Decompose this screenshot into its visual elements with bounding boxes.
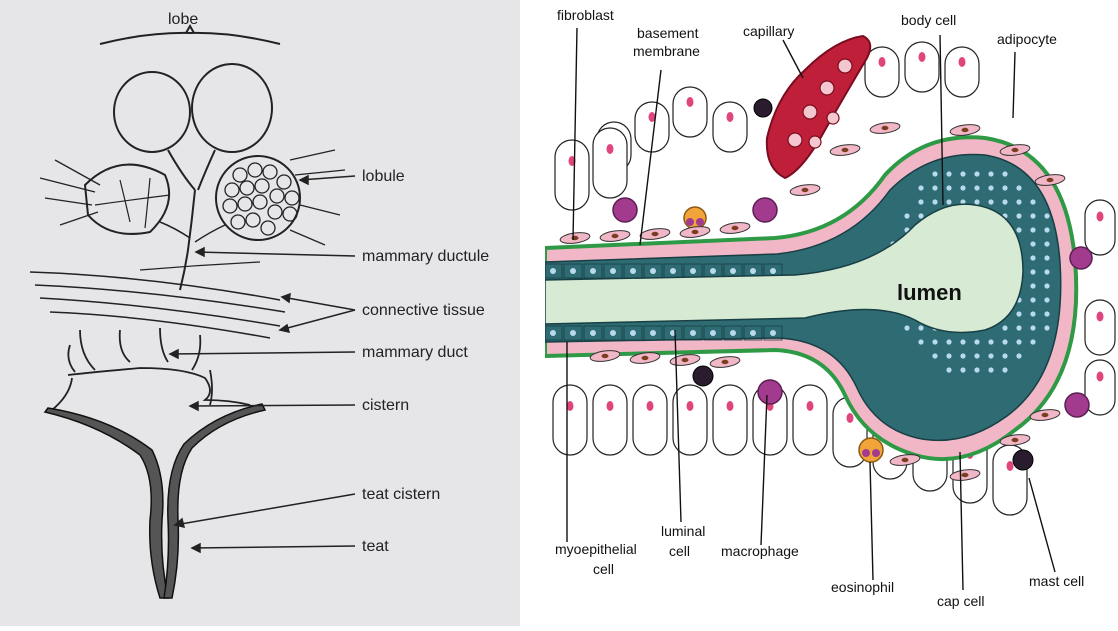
- eosinophil-bottom: [859, 438, 883, 462]
- label-lobe: lobe: [168, 11, 198, 28]
- adipocyte-nucleus: [1097, 312, 1104, 322]
- adipocyte-nucleus: [727, 401, 734, 411]
- label-teat-cistern: teat cistern: [362, 486, 440, 503]
- adipocyte-nucleus: [847, 413, 854, 423]
- label-adipocyte: adipocyte: [997, 31, 1057, 47]
- label-lumen: lumen: [897, 280, 962, 305]
- mast-cell-top: [754, 99, 772, 117]
- adipocyte-nucleus: [1097, 372, 1104, 382]
- adipocyte-nucleus: [959, 57, 966, 67]
- label-cap-cell: cap cell: [937, 593, 984, 609]
- eosinophil-cell: [684, 207, 706, 229]
- label-luminal: luminal: [661, 523, 705, 539]
- adipocyte-nucleus: [727, 112, 734, 122]
- label-lobule: lobule: [362, 168, 405, 185]
- adipocyte-nucleus: [1007, 461, 1014, 471]
- label-myoepithelial-cell: cell: [593, 561, 614, 577]
- label-eosinophil: eosinophil: [831, 579, 894, 595]
- adipocyte-nucleus: [879, 57, 886, 67]
- label-mammary-ductule: mammary ductule: [362, 248, 489, 265]
- adipocyte-nucleus: [1097, 212, 1104, 222]
- adipocyte-cell: [865, 47, 899, 97]
- histology-svg: lumen fibroblast basement membrane capil…: [545, 0, 1118, 626]
- adipocyte-column-right: [1085, 200, 1115, 415]
- label-fibroblast: fibroblast: [557, 7, 614, 23]
- adipocyte-cell: [633, 385, 667, 455]
- label-membrane: membrane: [633, 43, 700, 59]
- adipocyte-cell: [905, 42, 939, 92]
- label-mast-cell: mast cell: [1029, 573, 1084, 589]
- adipocyte-cell: [1085, 200, 1115, 255]
- adipocyte-cell: [553, 385, 587, 455]
- adipocyte-cell: [793, 385, 827, 455]
- label-cistern: cistern: [362, 397, 409, 414]
- mammary-gland-svg: lobe: [0, 0, 520, 626]
- mast-cell-bottom: [1013, 450, 1033, 470]
- adipocyte-nucleus: [607, 144, 614, 154]
- label-macrophage: macrophage: [721, 543, 799, 559]
- adipocyte-cell: [713, 102, 747, 152]
- mammary-gland-diagram: lobe: [0, 0, 520, 626]
- label-body-cell: body cell: [901, 12, 956, 28]
- label-mammary-duct: mammary duct: [362, 344, 468, 361]
- label-luminal-cell: cell: [669, 543, 690, 559]
- label-connective-tissue: connective tissue: [362, 302, 485, 319]
- adipocyte-cell: [673, 87, 707, 137]
- label-teat: teat: [362, 538, 389, 555]
- adipocyte-nucleus: [647, 401, 654, 411]
- adipocyte-nucleus: [687, 401, 694, 411]
- adipocyte-nucleus: [687, 97, 694, 107]
- adipocyte-cell: [593, 385, 627, 455]
- adipocyte-cell: [945, 47, 979, 97]
- label-myoepithelial: myoepithelial: [555, 541, 637, 557]
- adipocyte-nucleus: [807, 401, 814, 411]
- adipocyte-cell: [593, 128, 627, 198]
- adipocyte-cell: [555, 140, 589, 210]
- label-capillary: capillary: [743, 23, 794, 39]
- macrophage-cell: [613, 198, 637, 222]
- macrophage-bottom: [758, 380, 782, 404]
- label-basement: basement: [637, 25, 699, 41]
- adipocyte-cell: [713, 385, 747, 455]
- adipocyte-nucleus: [607, 401, 614, 411]
- adipocyte-nucleus: [919, 52, 926, 62]
- mammary-duct-histology-diagram: lumen fibroblast basement membrane capil…: [545, 0, 1118, 626]
- adipocyte-cell: [1085, 300, 1115, 355]
